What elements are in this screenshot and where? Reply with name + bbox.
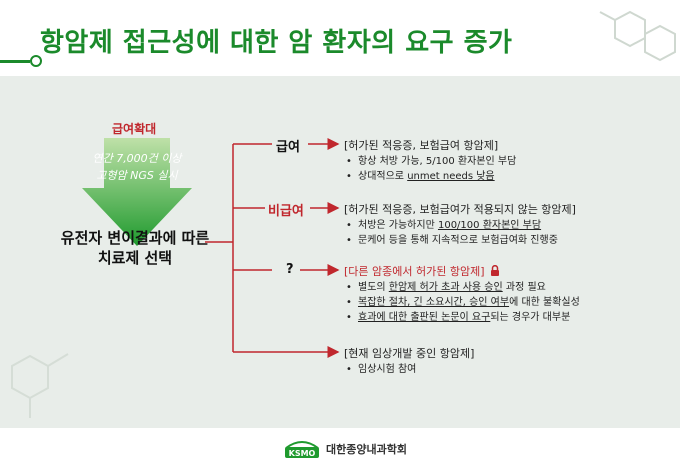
arrow-line-2: 고형암 NGS 실시 [96,169,178,182]
footer [0,428,680,468]
down-arrow-icon [82,138,192,246]
title-underline [0,60,30,63]
molecule-decor-left-icon [11,353,69,418]
list-item: 처방은 가능하지만 100/100 환자본인 부담 [344,218,558,233]
list-item: 별도의 한암제 허가 초과 사용 승인 과정 필요 [344,280,580,295]
org-name: 대한종양내과학회 [326,443,407,456]
branch-list-noncovered: 처방은 가능하지만 100/100 환자본인 부담 문케어 등을 통해 지속적으… [344,218,558,248]
branch-heading-covered: [허가된 적응증, 보험급여 항암제] [344,139,499,152]
branch-list-clinical: 임상시험 참여 [344,362,416,377]
branch-label-unknown: ? [286,262,294,277]
branch-label-noncovered: 비급여 [268,204,304,219]
main-label-line-1: 유전자 변이결과에 따른 [60,229,210,247]
branch-list-offlabel: 별도의 한암제 허가 초과 사용 승인 과정 필요 복잡한 절차, 긴 소요시간… [344,280,580,325]
title-dot-icon [30,55,42,67]
content-area [0,76,680,428]
molecule-decor-icon [599,10,676,62]
list-item: 복잡한 절차, 긴 소요시간, 승인 여부에 대한 불확실성 [344,295,580,310]
branch-label-covered: 급여 [276,140,300,155]
list-item: 효과에 대한 출판된 논문이 요구되는 경우가 대부분 [344,310,580,325]
header: 항암제 접근성에 대한 암 환자의 요구 증가 [0,0,680,72]
branch-list-covered: 항상 처방 가능, 5/100 환자본인 부담 상대적으로 unmet need… [344,154,516,184]
list-item: 상대적으로 unmet needs 낮음 [344,169,516,184]
main-label: 유전자 변이결과에 따른 치료제 선택 [30,228,240,268]
list-item: 임상시험 참여 [344,362,416,377]
branch-heading-offlabel: [다른 암종에서 허가된 항암제] [344,263,500,279]
logo-text: KSMO [289,449,316,458]
branch-heading-clinical: [현재 임상개발 중인 항암제] [344,347,475,360]
list-item: 항상 처방 가능, 5/100 환자본인 부담 [344,154,516,169]
lock-icon [491,264,500,276]
ksmo-logo-icon: KSMO [285,441,319,458]
list-item: 문케어 등을 통해 지속적으로 보험급여화 진행중 [344,233,558,248]
arrow-line-1: 연간 7,000건 이상 [92,152,182,165]
main-label-line-2: 치료제 선택 [97,249,173,267]
branch-heading-noncovered: [허가된 적응증, 보험급여가 적용되지 않는 항암제] [344,203,576,216]
coverage-expansion-tag: 급여확대 [112,122,157,136]
page-title: 항암제 접근성에 대한 암 환자의 요구 증가 [40,28,513,58]
ngs-stat-text: 연간 7,000건 이상 고형암 NGS 실시 [82,150,192,184]
